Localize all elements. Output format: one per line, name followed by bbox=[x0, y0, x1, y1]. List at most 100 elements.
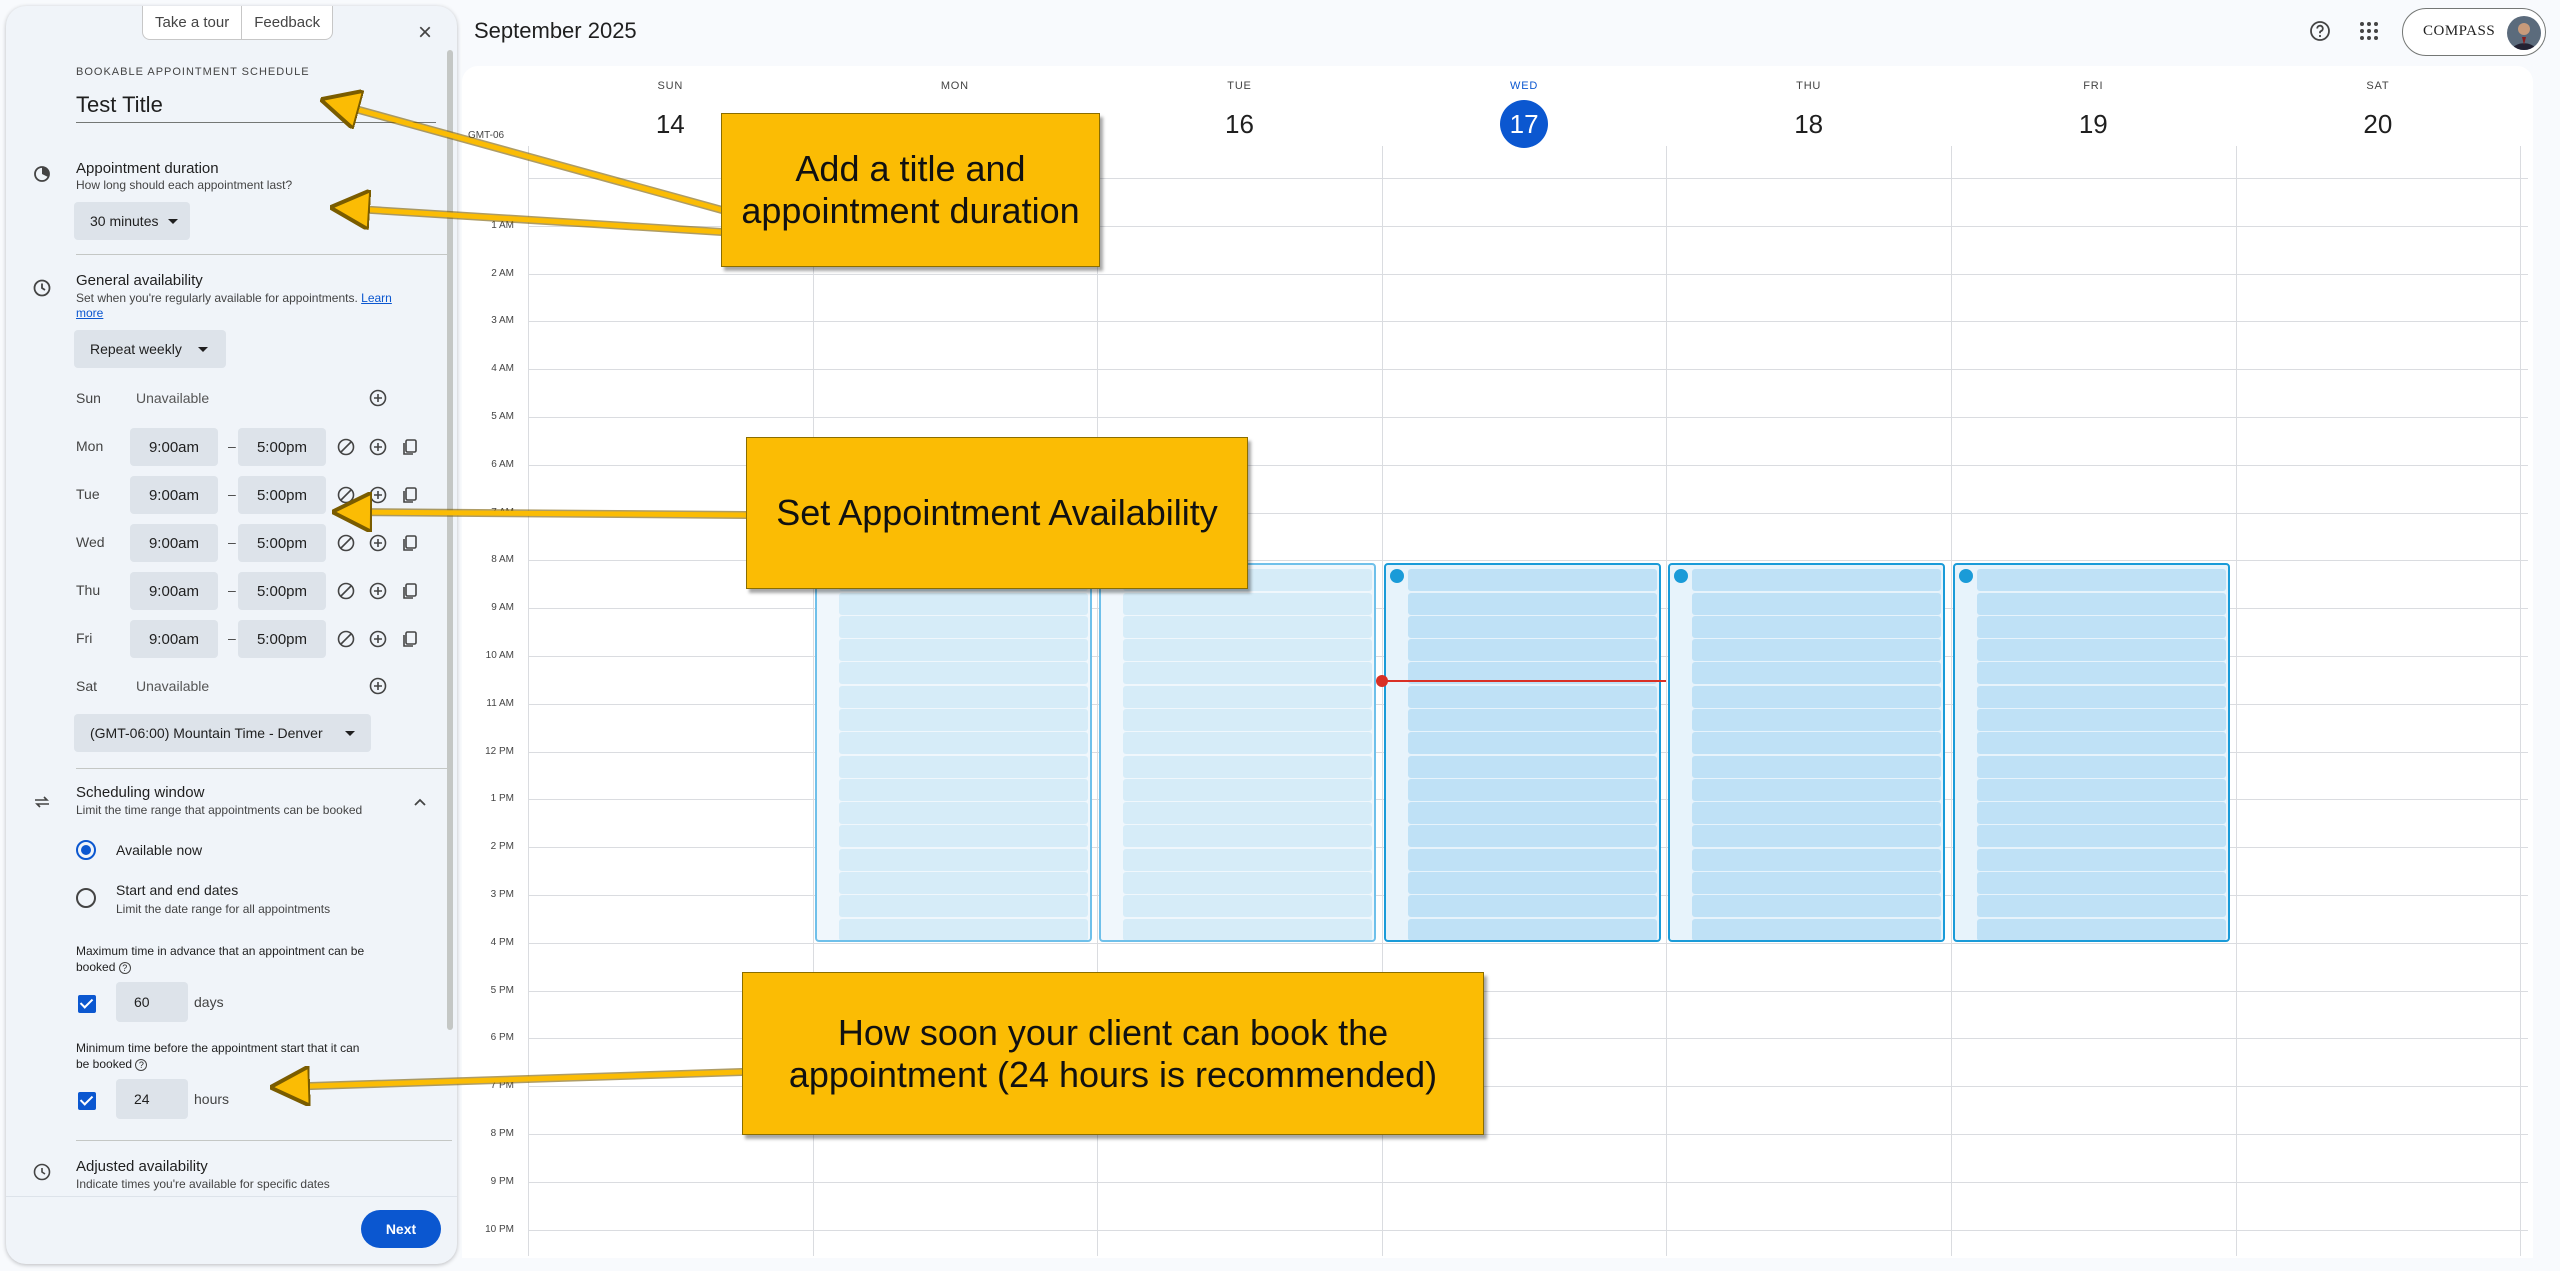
min-notice-input[interactable]: 24 bbox=[116, 1079, 188, 1119]
appointment-slot[interactable] bbox=[1407, 825, 1657, 848]
appointment-slot[interactable] bbox=[1407, 755, 1657, 778]
available-now-radio[interactable] bbox=[76, 840, 96, 860]
repeat-select[interactable]: Repeat weekly bbox=[74, 330, 226, 368]
start-time-tue[interactable]: 9:00am bbox=[130, 476, 218, 514]
add-time-icon[interactable] bbox=[368, 388, 388, 408]
appointment-slot[interactable] bbox=[838, 615, 1088, 638]
appointment-slot[interactable] bbox=[1977, 802, 2226, 825]
unavailable-icon[interactable] bbox=[336, 581, 356, 601]
appointment-slot[interactable] bbox=[1692, 895, 1942, 918]
date-number[interactable]: 16 bbox=[1225, 109, 1254, 139]
appointment-slot[interactable] bbox=[1123, 848, 1373, 871]
appointment-slot[interactable] bbox=[1407, 615, 1657, 638]
apps-grid-icon[interactable] bbox=[2356, 18, 2382, 44]
copy-icon[interactable] bbox=[400, 581, 420, 601]
timezone-select[interactable]: (GMT-06:00) Mountain Time - Denver bbox=[74, 714, 371, 752]
appointment-slot[interactable] bbox=[1123, 778, 1373, 801]
appointment-slot[interactable] bbox=[1407, 871, 1657, 894]
appointment-slot[interactable] bbox=[1977, 918, 2226, 940]
appointment-slot[interactable] bbox=[1692, 755, 1942, 778]
help-icon[interactable]: ? bbox=[118, 961, 131, 974]
end-time-mon[interactable]: 5:00pm bbox=[238, 428, 326, 466]
appointment-slot[interactable] bbox=[1407, 732, 1657, 755]
appointment-slot[interactable] bbox=[838, 592, 1088, 615]
appointment-slot[interactable] bbox=[1977, 709, 2226, 732]
appointment-slot[interactable] bbox=[1407, 639, 1657, 662]
unavailable-icon[interactable] bbox=[336, 629, 356, 649]
account-switcher[interactable]: COMPASS bbox=[2402, 8, 2546, 56]
appointment-slot[interactable] bbox=[1692, 778, 1942, 801]
end-time-tue[interactable]: 5:00pm bbox=[238, 476, 326, 514]
take-a-tour-button[interactable]: Take a tour bbox=[155, 14, 230, 31]
appointment-slot[interactable] bbox=[1977, 825, 2226, 848]
appointment-slot[interactable] bbox=[1692, 825, 1942, 848]
appointment-block[interactable] bbox=[1953, 563, 2230, 942]
date-number[interactable]: 19 bbox=[2078, 109, 2108, 139]
appointment-slot[interactable] bbox=[1977, 732, 2226, 755]
start-time-mon[interactable]: 9:00am bbox=[130, 428, 218, 466]
appointment-slot[interactable] bbox=[1692, 685, 1942, 708]
start-time-wed[interactable]: 9:00am bbox=[130, 524, 218, 562]
appointment-slot[interactable] bbox=[1407, 685, 1657, 708]
help-icon[interactable]: ? bbox=[135, 1058, 148, 1071]
appointment-slot[interactable] bbox=[1692, 732, 1942, 755]
appointment-slot[interactable] bbox=[838, 848, 1088, 871]
help-icon[interactable] bbox=[2307, 18, 2333, 44]
appointment-slot[interactable] bbox=[1692, 709, 1942, 732]
appointment-slot[interactable] bbox=[1407, 778, 1657, 801]
appointment-slot[interactable] bbox=[1123, 662, 1373, 685]
copy-icon[interactable] bbox=[400, 533, 420, 553]
add-time-icon[interactable] bbox=[368, 437, 388, 457]
appointment-slot[interactable] bbox=[1407, 895, 1657, 918]
appointment-slot[interactable] bbox=[1123, 825, 1373, 848]
appointment-block[interactable] bbox=[814, 563, 1092, 942]
appointment-slot[interactable] bbox=[838, 709, 1088, 732]
appointment-slot[interactable] bbox=[1123, 685, 1373, 708]
end-time-thu[interactable]: 5:00pm bbox=[238, 572, 326, 610]
learn-more-link-cont[interactable]: more bbox=[76, 306, 104, 320]
appointment-slot[interactable] bbox=[1123, 639, 1373, 662]
unavailable-icon[interactable] bbox=[336, 533, 356, 553]
appointment-slot[interactable] bbox=[1692, 569, 1942, 592]
appointment-block[interactable] bbox=[1099, 563, 1377, 942]
appointment-slot[interactable] bbox=[838, 639, 1088, 662]
unavailable-icon[interactable] bbox=[336, 437, 356, 457]
appointment-slot[interactable] bbox=[1692, 615, 1942, 638]
max-advance-input[interactable]: 60 bbox=[116, 982, 188, 1022]
date-number[interactable]: 18 bbox=[1794, 109, 1824, 139]
start-time-fri[interactable]: 9:00am bbox=[130, 620, 218, 658]
add-time-icon[interactable] bbox=[368, 629, 388, 649]
duration-select[interactable]: 30 minutes bbox=[74, 202, 191, 240]
date-number[interactable]: 20 bbox=[2363, 109, 2393, 139]
appointment-slot[interactable] bbox=[1977, 639, 2226, 662]
appointment-slot[interactable] bbox=[838, 895, 1088, 918]
add-time-icon[interactable] bbox=[368, 676, 388, 696]
appointment-slot[interactable] bbox=[1407, 848, 1657, 871]
feedback-button[interactable]: Feedback bbox=[241, 6, 332, 39]
appointment-slot[interactable] bbox=[1977, 871, 2226, 894]
appointment-slot[interactable] bbox=[838, 662, 1088, 685]
appointment-slot[interactable] bbox=[1123, 918, 1373, 940]
appointment-slot[interactable] bbox=[1692, 848, 1942, 871]
appointment-block[interactable] bbox=[1383, 563, 1661, 942]
appointment-slot[interactable] bbox=[1407, 709, 1657, 732]
panel-scrollbar[interactable] bbox=[447, 50, 453, 1030]
max-advance-checkbox[interactable] bbox=[78, 995, 96, 1013]
appointment-slot[interactable] bbox=[1407, 569, 1657, 592]
appointment-slot[interactable] bbox=[1977, 685, 2226, 708]
appointment-slot[interactable] bbox=[1692, 592, 1942, 615]
appointment-slot[interactable] bbox=[1977, 895, 2226, 918]
appointment-block[interactable] bbox=[1668, 563, 1946, 942]
appointment-slot[interactable] bbox=[1977, 848, 2226, 871]
start-end-dates-radio[interactable] bbox=[76, 888, 96, 908]
start-time-thu[interactable]: 9:00am bbox=[130, 572, 218, 610]
end-time-fri[interactable]: 5:00pm bbox=[238, 620, 326, 658]
appointment-slot[interactable] bbox=[1123, 709, 1373, 732]
appointment-slot[interactable] bbox=[1123, 732, 1373, 755]
end-time-wed[interactable]: 5:00pm bbox=[238, 524, 326, 562]
appointment-slot[interactable] bbox=[1407, 918, 1657, 940]
appointment-slot[interactable] bbox=[1692, 802, 1942, 825]
appointment-slot[interactable] bbox=[838, 802, 1088, 825]
appointment-slot[interactable] bbox=[1977, 755, 2226, 778]
appointment-slot[interactable] bbox=[1123, 895, 1373, 918]
